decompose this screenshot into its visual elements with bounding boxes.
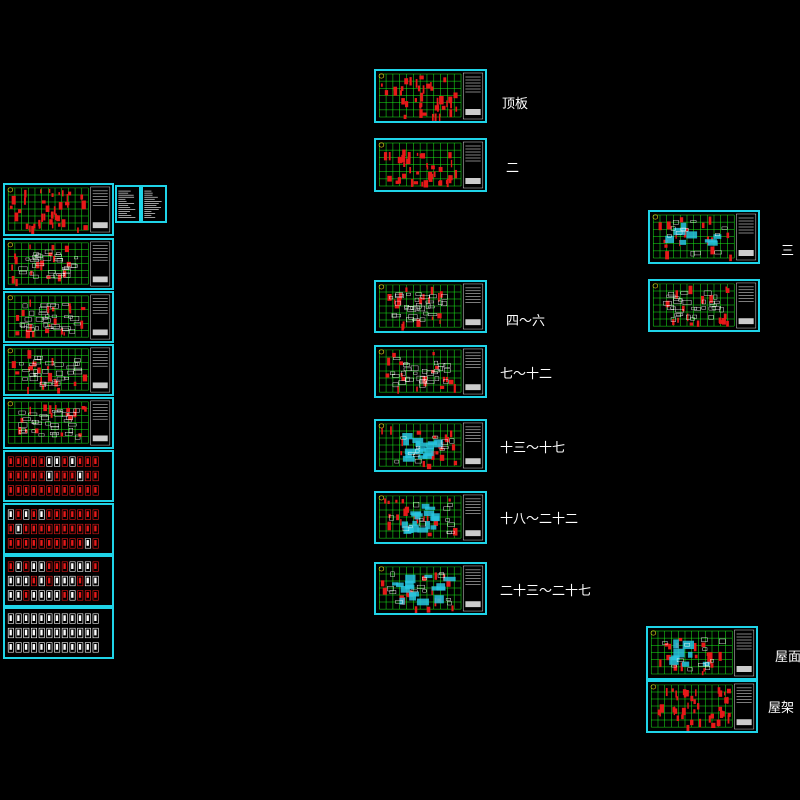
sheet-left-plan-1[interactable] [3,183,114,236]
sheet-left-detail-4[interactable] [3,607,114,659]
sheet-drawing [378,283,484,331]
sheet-drawing [378,565,484,613]
sheet-floor-3-b[interactable] [648,279,760,332]
sheet-notes-2[interactable] [141,185,167,223]
sheet-drawing [7,347,111,394]
sheet-floor-7-12[interactable] [374,345,487,398]
sheet-drawing [144,190,162,218]
sheet-floor-13-17[interactable] [374,419,487,472]
sheet-left-detail-3[interactable] [3,555,114,607]
sheet-drawing [7,400,111,446]
sheet-left-plan-4[interactable] [3,344,114,396]
sheet-floor-2[interactable] [374,138,487,192]
sheet-drawing [7,509,99,549]
sheet-drawing [7,186,111,234]
label-floor-4-6: 四～六 [506,314,546,329]
label-roof-surface: 屋面 [775,650,800,665]
label-top-slab: 顶板 [502,97,529,112]
sheet-drawing [7,456,99,496]
sheet-roof-surface[interactable] [646,626,758,680]
sheet-floor-3-a[interactable] [648,210,760,264]
sheet-drawing [7,294,111,340]
sheet-left-plan-2[interactable] [3,238,114,290]
sheet-drawing [650,683,755,731]
sheet-left-detail-2[interactable] [3,503,114,555]
sheet-drawing [118,190,136,218]
sheet-floor-4-6[interactable] [374,280,487,333]
sheet-drawing [378,348,484,395]
sheet-drawing [652,282,757,329]
sheet-roof-frame[interactable] [646,680,758,733]
sheet-left-detail-1[interactable] [3,450,114,502]
label-floor-18-22: 十八～二十二 [500,512,579,527]
label-roof-frame: 屋架 [768,701,795,716]
label-floor-3: 三 [781,244,795,259]
sheet-left-plan-5[interactable] [3,397,114,449]
sheet-drawing [7,561,99,601]
sheet-floor-18-22[interactable] [374,491,487,544]
sheet-top-slab[interactable] [374,69,487,123]
sheet-drawing [7,241,111,287]
sheet-drawing [7,613,99,653]
label-floor-23-27: 二十三～二十七 [500,584,592,599]
sheet-drawing [378,72,484,121]
label-floor-7-12: 七～十二 [500,367,553,382]
sheet-drawing [652,213,757,262]
label-floor-2: 二 [506,161,520,176]
sheet-drawing [650,629,755,677]
sheet-floor-23-27[interactable] [374,562,487,615]
sheet-left-plan-3[interactable] [3,291,114,343]
sheet-drawing [378,422,484,470]
label-floor-13-17: 十三～十七 [500,441,566,456]
sheet-drawing [378,494,484,541]
sheet-notes-1[interactable] [115,185,141,223]
sheet-drawing [378,141,484,189]
